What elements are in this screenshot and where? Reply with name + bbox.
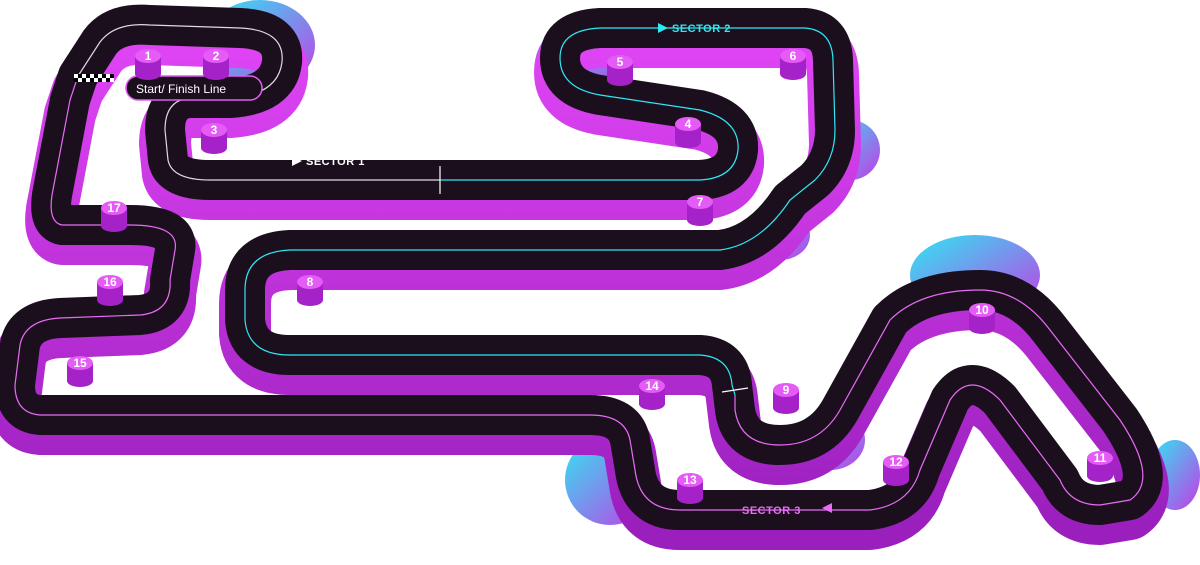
turn-marker-9: 9 — [773, 383, 799, 414]
turn-marker-top — [780, 49, 806, 63]
turn-marker-top — [101, 201, 127, 215]
turn-number-label: 16 — [103, 275, 117, 289]
turn-marker-base — [677, 492, 703, 504]
sector-3-label: SECTOR 3 — [742, 503, 832, 517]
turn-marker-4: 4 — [675, 117, 701, 148]
turn-marker-15: 15 — [67, 356, 93, 387]
turn-marker-8: 8 — [297, 275, 323, 306]
turn-marker-top — [1087, 451, 1113, 465]
turn-marker-top — [297, 275, 323, 289]
racing-line — [77, 24, 440, 181]
turn-marker-12: 12 — [883, 455, 909, 486]
turn-marker-7: 7 — [687, 195, 713, 226]
turn-marker-base — [969, 322, 995, 334]
turn-marker-top — [883, 455, 909, 469]
turn-marker-16: 16 — [97, 275, 123, 306]
sector-2-label: SECTOR 2 — [658, 23, 731, 35]
sector-3-arrow-icon — [822, 503, 832, 513]
start-finish-badge-bg — [125, 75, 263, 101]
turn-marker-base — [1087, 470, 1113, 482]
turn-number-label: 2 — [213, 49, 220, 63]
turn-marker-base — [780, 68, 806, 80]
turn-marker-1: 1 — [135, 49, 161, 80]
turn-marker-base — [675, 136, 701, 148]
turn-number-label: 10 — [975, 303, 989, 317]
start-finish-text: Start/ Finish Line — [136, 82, 226, 96]
turn-number-label: 14 — [645, 379, 659, 393]
turn-marker-14: 14 — [639, 379, 665, 410]
sector-1-label: SECTOR 1 — [292, 156, 365, 168]
turn-marker-base — [297, 294, 323, 306]
turn-marker-11: 11 — [1087, 451, 1113, 482]
sector-boundary-2-3 — [721, 387, 749, 393]
turn-marker-top — [969, 303, 995, 317]
racing-line-sector-3 — [14, 75, 1144, 511]
turn-marker-top — [135, 49, 161, 63]
turn-marker-top — [97, 275, 123, 289]
turn-number-label: 15 — [73, 356, 87, 370]
turn-marker-top — [677, 473, 703, 487]
turn-marker-base — [773, 402, 799, 414]
start-finish-badge: Start/ Finish Line — [125, 75, 263, 101]
turn-marker-10: 10 — [969, 303, 995, 334]
turn-marker-top — [201, 123, 227, 137]
sector-2-text: SECTOR 2 — [672, 23, 731, 35]
turn-marker-17: 17 — [101, 201, 127, 232]
turn-marker-3: 3 — [201, 123, 227, 154]
turn-number-label: 7 — [697, 195, 704, 209]
turn-marker-top — [607, 55, 633, 69]
turn-number-label: 4 — [685, 117, 692, 131]
turn-marker-top — [687, 195, 713, 209]
turn-number-label: 17 — [107, 201, 121, 215]
turn-marker-base — [687, 214, 713, 226]
sector-2-arrow-icon — [658, 23, 668, 33]
turn-marker-top — [203, 49, 229, 63]
turn-number-label: 6 — [790, 49, 797, 63]
turn-marker-base — [607, 74, 633, 86]
turn-marker-base — [201, 142, 227, 154]
checkered-flag-line — [74, 74, 114, 82]
sector-3-text: SECTOR 3 — [742, 505, 801, 517]
turn-marker-base — [135, 68, 161, 80]
turn-number-label: 1 — [145, 49, 152, 63]
turn-marker-base — [203, 68, 229, 80]
turn-marker-5: 5 — [607, 55, 633, 86]
turn-marker-top — [639, 379, 665, 393]
turn-number-label: 13 — [683, 473, 697, 487]
racing-line-sector-2 — [244, 27, 836, 396]
turn-marker-base — [639, 398, 665, 410]
turn-marker-top — [67, 356, 93, 370]
turn-marker-2: 2 — [203, 49, 229, 80]
turn-number-label: 11 — [1094, 451, 1107, 465]
turn-number-label: 3 — [211, 123, 218, 137]
turn-marker-base — [97, 294, 123, 306]
sector-1-arrow-icon — [292, 156, 302, 166]
turn-marker-6: 6 — [780, 49, 806, 80]
turn-marker-base — [101, 220, 127, 232]
turn-marker-base — [67, 375, 93, 387]
sector-1-text: SECTOR 1 — [306, 156, 365, 168]
turn-number-label: 5 — [617, 55, 624, 69]
turn-marker-top — [773, 383, 799, 397]
turn-marker-base — [883, 474, 909, 486]
turn-marker-top — [675, 117, 701, 131]
turn-marker-13: 13 — [677, 473, 703, 504]
turn-number-label: 8 — [307, 275, 314, 289]
turn-number-label: 9 — [783, 383, 790, 397]
turn-number-label: 12 — [889, 455, 903, 469]
